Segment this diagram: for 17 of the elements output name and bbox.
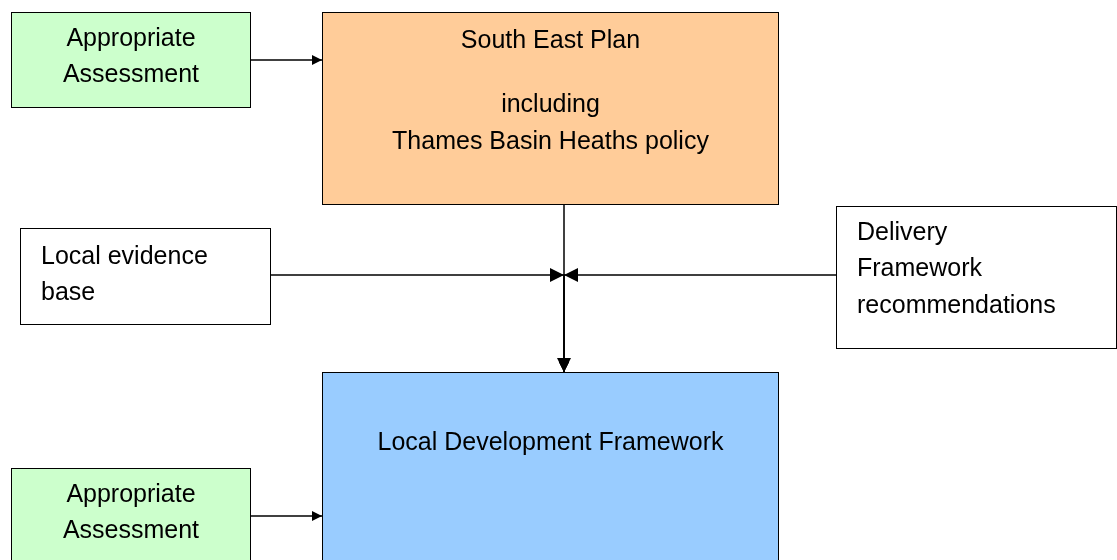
assessment-box [11, 468, 251, 560]
arrow [250, 511, 323, 521]
arrow [559, 268, 837, 373]
node-text: including [500, 88, 601, 120]
node-title: Appropriate Assessment [61, 478, 201, 546]
node-title: Local evidence base [41, 240, 209, 308]
assessment-box [11, 12, 251, 108]
node-title: Local Development Framework [376, 426, 725, 457]
evidence-box [20, 228, 271, 325]
recommendations-box [836, 206, 1117, 349]
node-title: Appropriate Assessment [61, 22, 201, 90]
node-title: Delivery Framework recommendations [857, 216, 1057, 320]
node-text: Thames Basin Heaths policy [391, 124, 710, 156]
plan-box [322, 12, 779, 205]
node-title: South East Plan [459, 24, 642, 55]
arrow [250, 55, 323, 65]
framework-box [322, 372, 779, 560]
